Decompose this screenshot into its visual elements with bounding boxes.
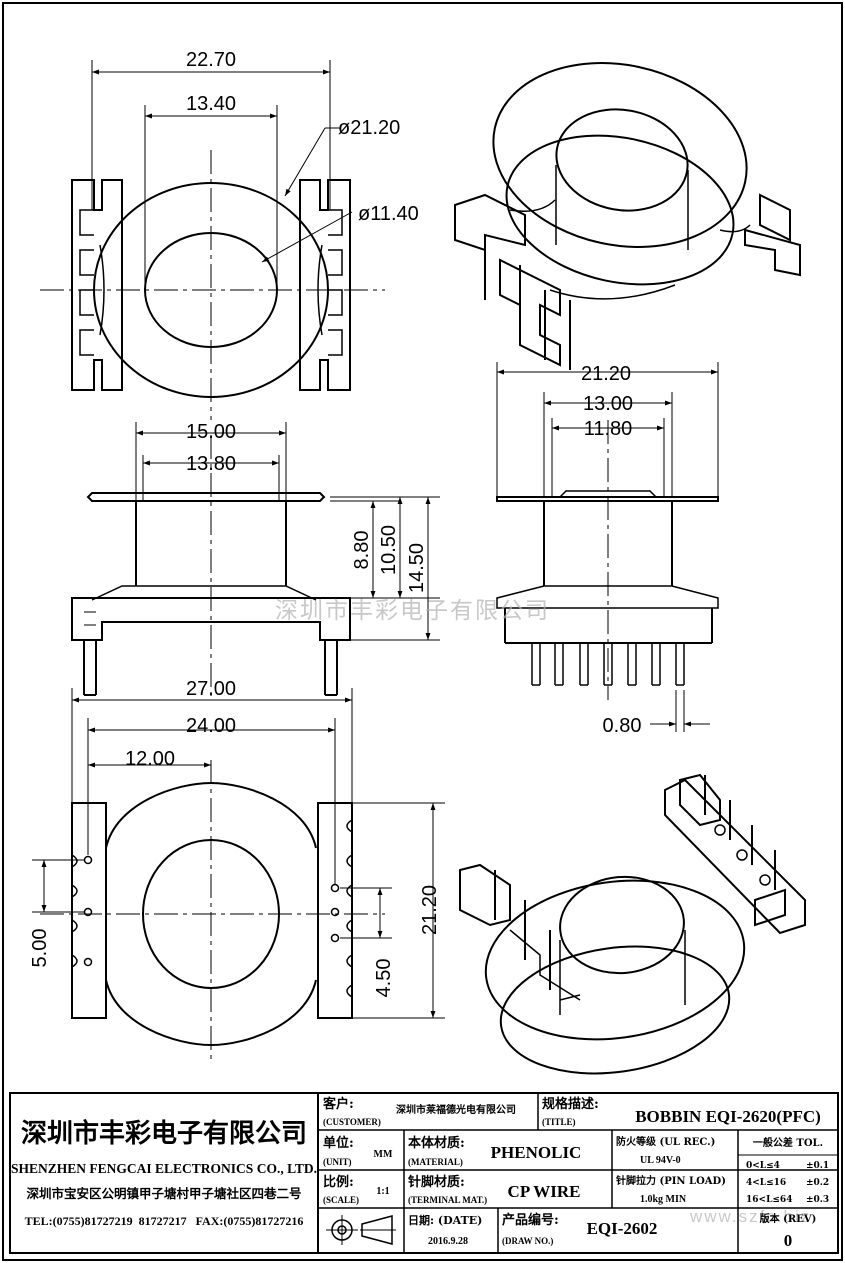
unit-label-en: (UNIT) — [323, 1157, 352, 1167]
scale-label-en: (SCALE) — [323, 1195, 359, 1205]
dim-front-mid: 13.00 — [583, 393, 633, 415]
material-label: 本体材质: — [408, 1135, 465, 1151]
dim-dia-outer: ø21.20 — [338, 117, 400, 139]
dim-top-width: 22.70 — [186, 49, 236, 71]
dim-bottom-height: 21.20 — [419, 885, 441, 935]
watermark-url: www.szfc.biz — [689, 1207, 811, 1226]
date-value: 2016.9.28 — [428, 1236, 468, 1247]
dim-h2: 10.50 — [378, 525, 400, 575]
terminal-value: CP WIRE — [508, 1182, 581, 1201]
dim-side-width: 15.00 — [186, 421, 236, 443]
dim-dia-inner: ø11.40 — [358, 203, 419, 225]
dim-h3: 14.50 — [406, 543, 428, 593]
pin-load-value: 1.0kg MIN — [640, 1194, 687, 1205]
tolerance-range-3: 16<L≤64 — [746, 1195, 792, 1205]
dim-pin-width: 0.80 — [603, 715, 642, 737]
draw-no-label-en: (DRAW NO.) — [502, 1236, 553, 1246]
dim-h1: 8.80 — [351, 531, 373, 570]
unit-value: MM — [374, 1149, 393, 1160]
date-label: 日期: (DATE) — [408, 1213, 482, 1227]
unit-label: 单位: — [323, 1135, 354, 1151]
dim-bottom-5: 5.00 — [29, 929, 51, 968]
customer-label: 客户: — [323, 1096, 354, 1112]
rev-value: 0 — [784, 1231, 793, 1250]
company-tel-fax: TEL:(0755)81727219 81727217 FAX:(0755)81… — [25, 1214, 304, 1228]
company-name-en: SHENZHEN FENGCAI ELECTRONICS CO., LTD. — [11, 1161, 317, 1176]
dim-front-width: 21.20 — [581, 363, 631, 385]
isometric-view-top — [454, 62, 801, 370]
tolerance-range-1: 0<L≤4 — [746, 1161, 780, 1171]
tolerance-range-2: 4<L≤16 — [746, 1178, 786, 1188]
dim-bottom-pitch: 24.00 — [186, 715, 236, 737]
watermark-text: 深圳市丰彩电子有限公司 — [275, 598, 550, 624]
dim-top-inner: 13.40 — [186, 93, 236, 115]
side-view-dimensions — [135, 422, 440, 641]
ul-label: 防火等级 (UL REC.) — [616, 1135, 715, 1148]
dim-bottom-half: 12.00 — [125, 748, 175, 770]
title-block — [9, 1092, 839, 1254]
scale-value: 1:1 — [376, 1186, 389, 1197]
dim-bottom-450: 4.50 — [373, 959, 395, 998]
company-name-cn: 深圳市丰彩电子有限公司 — [21, 1118, 307, 1149]
material-value: PHENOLIC — [491, 1143, 582, 1162]
bottom-view-dimensions — [32, 688, 445, 1019]
bottom-view — [40, 760, 385, 1060]
top-view-dimensions — [91, 60, 353, 290]
draw-no-label: 产品编号: — [502, 1212, 559, 1228]
dim-side-inner: 13.80 — [186, 453, 236, 475]
title-label-en: (TITLE) — [542, 1117, 576, 1127]
scale-label: 比例: — [323, 1174, 354, 1190]
tolerance-value-3: ±0.3 — [806, 1195, 829, 1205]
title-label: 规格描述: — [542, 1096, 599, 1112]
draw-no-value: EQI-2602 — [587, 1219, 658, 1238]
isometric-view-bottom — [459, 773, 806, 1075]
tolerance-value-2: ±0.2 — [806, 1178, 829, 1188]
company-address: 深圳市宝安区公明镇甲子塘村甲子塘社区四巷二号 — [26, 1186, 301, 1201]
terminal-label-en: (TERMINAL MAT.) — [408, 1195, 487, 1205]
dim-front-inner: 11.80 — [584, 418, 633, 440]
tolerance-label: 一般公差 TOL. — [753, 1136, 823, 1149]
front-view-dimensions — [496, 362, 719, 732]
title-value: BOBBIN EQI-2620(PFC) — [635, 1107, 821, 1126]
material-label-en: (MATERIAL) — [408, 1157, 463, 1167]
dim-bottom-total: 27.00 — [186, 678, 236, 700]
side-view — [71, 435, 351, 700]
tolerance-value-1: ±0.1 — [806, 1161, 829, 1171]
customer-label-en: (CUSTOMER) — [323, 1117, 381, 1127]
customer-value: 深圳市莱福德光电有限公司 — [396, 1103, 516, 1116]
terminal-label: 针脚材质: — [407, 1174, 465, 1190]
front-view — [496, 420, 719, 700]
rev-label: 版本 (REV) — [760, 1212, 817, 1225]
ul-value: UL 94V-0 — [640, 1155, 681, 1166]
pin-load-label: 针脚拉力 (PIN LOAD) — [616, 1174, 726, 1187]
